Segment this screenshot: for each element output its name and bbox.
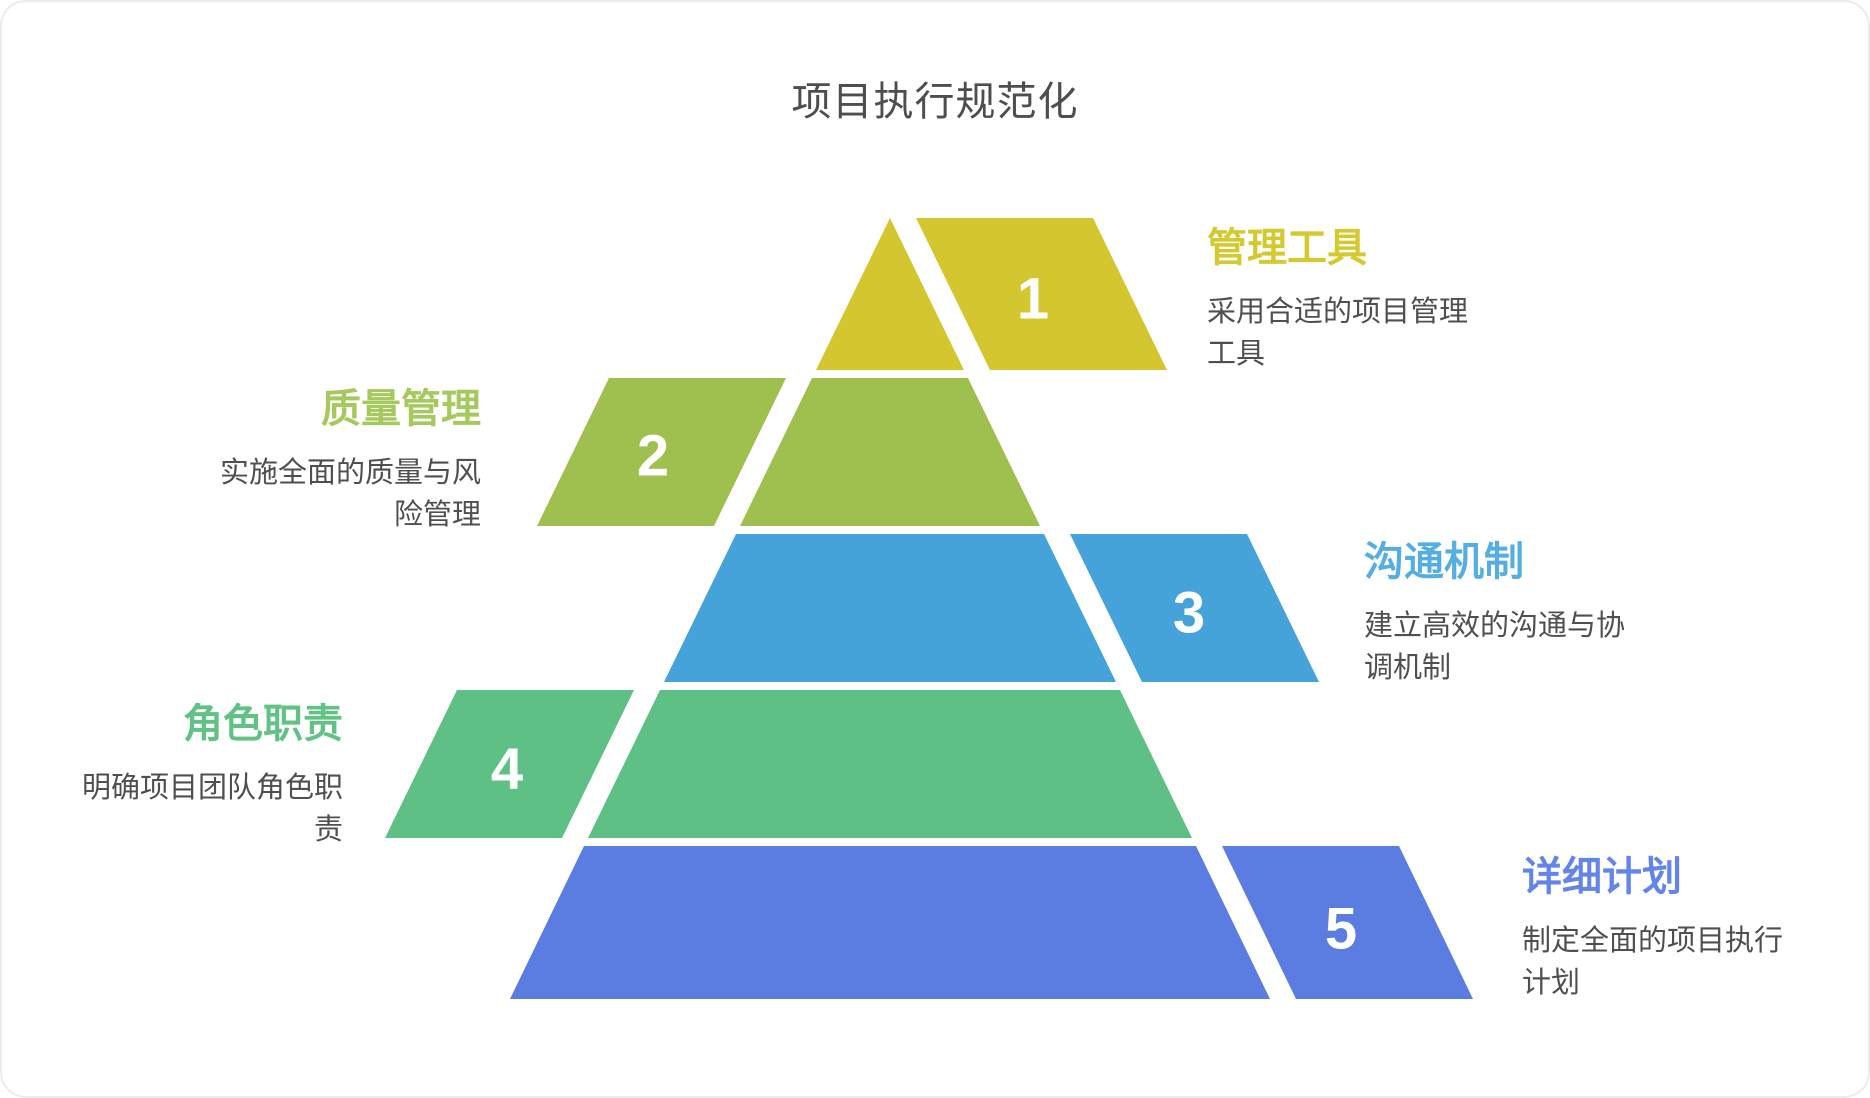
level-3-description: 建立高效的沟通与协 调机制 xyxy=(1364,605,1694,689)
level-5-description-line: 制定全面的项目执行 xyxy=(1522,925,1784,957)
pyramid-level-2-band xyxy=(740,378,1040,526)
level-4-description-line: 明确项目团队角色职 xyxy=(81,772,343,804)
level-2-description: 实施全面的质量与风 险管理 xyxy=(151,452,481,536)
level-3-text-block: 沟通机制 建立高效的沟通与协 调机制 xyxy=(1364,541,1694,689)
level-1-number: 1 xyxy=(1017,267,1049,332)
pyramid-level-4-band xyxy=(588,690,1192,838)
level-3-number: 3 xyxy=(1173,581,1205,646)
level-1-text-block: 管理工具 采用合适的项目管理 工具 xyxy=(1207,227,1537,375)
pyramid-level-5-tab xyxy=(1222,846,1473,999)
level-4-heading: 角色职责 xyxy=(183,702,343,746)
level-4-description: 明确项目团队角色职 责 xyxy=(13,767,343,851)
level-2-number: 2 xyxy=(637,424,669,489)
pyramid-level-3-tab xyxy=(1070,534,1319,682)
level-2-text-block: 质量管理 实施全面的质量与风 险管理 xyxy=(151,388,481,536)
pyramid-level-1-band xyxy=(816,218,964,370)
level-2-heading: 质量管理 xyxy=(321,387,481,431)
level-3-description-line: 建立高效的沟通与协 xyxy=(1364,610,1626,642)
pyramid-level-4-tab xyxy=(385,690,634,838)
level-4-text-block: 角色职责 明确项目团队角色职 责 xyxy=(13,703,343,851)
level-1-heading: 管理工具 xyxy=(1207,226,1367,270)
pyramid-level-3-band xyxy=(664,534,1116,682)
level-1-description-line: 工具 xyxy=(1207,338,1266,370)
level-4-description-line: 责 xyxy=(313,814,343,846)
level-5-number: 5 xyxy=(1325,897,1357,962)
level-1-description: 采用合适的项目管理 工具 xyxy=(1207,291,1537,375)
level-4-number: 4 xyxy=(491,737,523,802)
level-5-description: 制定全面的项目执行 计划 xyxy=(1522,920,1852,1004)
level-2-description-line: 险管理 xyxy=(393,499,481,531)
level-3-description-line: 调机制 xyxy=(1364,652,1452,684)
pyramid-level-1-tab xyxy=(916,218,1167,370)
level-5-description-line: 计划 xyxy=(1522,967,1581,999)
pyramid-level-5-band xyxy=(510,846,1270,999)
level-3-heading: 沟通机制 xyxy=(1364,540,1524,584)
level-1-description-line: 采用合适的项目管理 xyxy=(1207,296,1469,328)
pyramid-level-2-tab xyxy=(537,378,786,526)
level-2-description-line: 实施全面的质量与风 xyxy=(219,457,481,489)
level-5-heading: 详细计划 xyxy=(1522,855,1682,899)
level-5-text-block: 详细计划 制定全面的项目执行 计划 xyxy=(1522,856,1852,1004)
diagram-title: 项目执行规范化 xyxy=(791,80,1079,124)
